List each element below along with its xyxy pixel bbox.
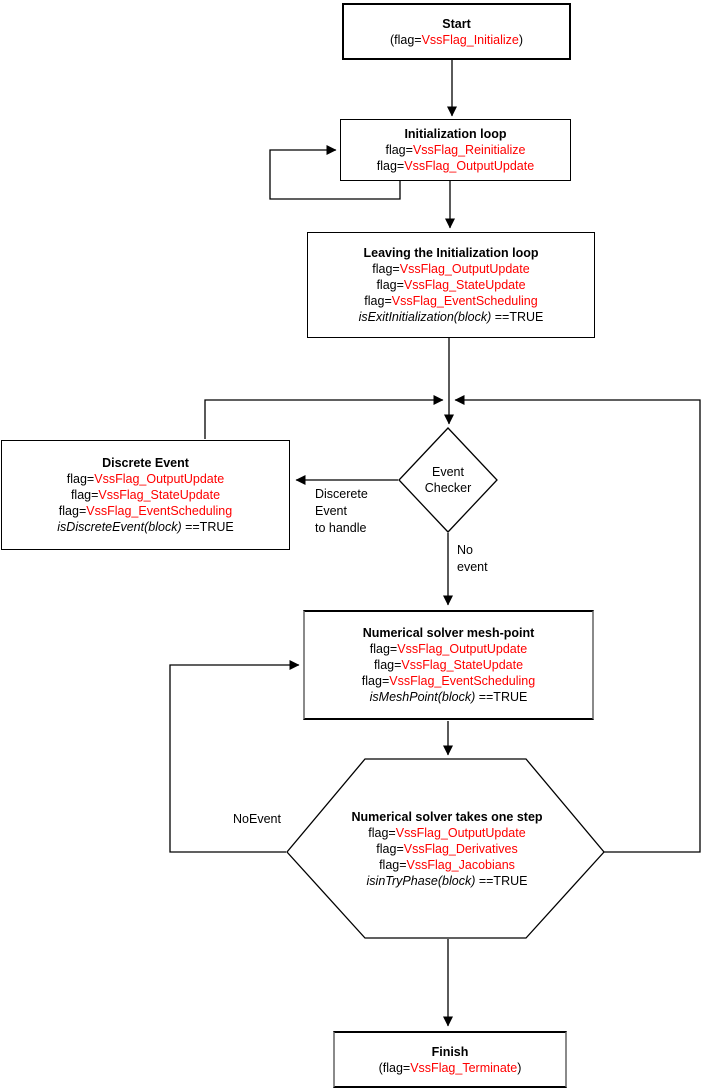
flag-value: VssFlag_EventScheduling <box>391 294 538 308</box>
node-initialization-loop: Initialization loop flag=VssFlag_Reiniti… <box>340 119 571 181</box>
flag-value: VssFlag_EventScheduling <box>389 674 536 688</box>
flag-value: VssFlag_StateUpdate <box>403 278 526 292</box>
flag-line: flag=VssFlag_OutputUpdate <box>308 261 594 277</box>
flag-label: flag= <box>376 842 404 856</box>
flag-line: flag=VssFlag_StateUpdate <box>308 277 594 293</box>
flag-value: VssFlag_OutputUpdate <box>395 826 526 840</box>
node-start: Start (flag=VssFlag_Initialize) <box>342 3 571 60</box>
flag-value: VssFlag_EventScheduling <box>86 504 233 518</box>
node-finish-flag-line: (flag=VssFlag_Terminate) <box>335 1060 565 1076</box>
flag-prefix: (flag= <box>389 32 422 47</box>
condition-fn: isDiscreteEvent(block) <box>57 520 182 534</box>
arrow-discrete-return-to-junction <box>204 395 444 439</box>
edge-label-line: No <box>457 543 473 557</box>
condition-rest: ==TRUE <box>475 690 528 704</box>
edge-label-noevent-loop: NoEvent <box>233 811 281 828</box>
edge-label-line: Event <box>315 504 347 518</box>
flag-value: VssFlag_Derivatives <box>403 842 518 856</box>
node-finish-title: Finish <box>431 1044 469 1059</box>
flag-label: flag= <box>376 278 404 292</box>
flag-label: flag= <box>373 658 402 672</box>
node-mesh-point: Numerical solver mesh-point flag=VssFlag… <box>303 610 594 720</box>
edge-label-line: NoEvent <box>233 812 281 826</box>
flag-label: flag= <box>372 262 400 276</box>
flag-prefix: (flag= <box>378 1060 411 1075</box>
node-solver-step-label: Numerical solver takes one step flag=Vss… <box>351 809 542 889</box>
condition-rest: ==TRUE <box>181 520 234 534</box>
flag-label: flag= <box>70 488 99 502</box>
node-event-checker-label: Event Checker <box>425 464 472 496</box>
condition-line: isinTryPhase(block) ==TRUE <box>351 873 542 889</box>
condition-rest: ==TRUE <box>475 874 528 888</box>
condition-fn: isinTryPhase(block) <box>366 874 476 888</box>
flag-value: VssFlag_Jacobians <box>406 858 515 872</box>
flag-line: flag=VssFlag_StateUpdate <box>2 487 289 503</box>
flag-label: flag= <box>385 143 413 157</box>
flag-line: flag=VssFlag_Reinitialize <box>341 142 570 158</box>
node-start-title: Start <box>442 16 471 31</box>
condition-line: isMeshPoint(block) ==TRUE <box>305 689 592 705</box>
solver-step-hexagon <box>286 758 605 939</box>
condition-rest: ==TRUE <box>491 310 544 324</box>
flag-label: flag= <box>369 642 398 656</box>
arrow-solver-return-to-junction <box>454 395 701 853</box>
node-finish: Finish (flag=VssFlag_Terminate) <box>333 1031 567 1088</box>
event-checker-line2: Checker <box>424 481 472 495</box>
flag-value: VssFlag_StateUpdate <box>401 658 524 672</box>
flag-line: flag=VssFlag_OutputUpdate <box>351 825 542 841</box>
flag-value: VssFlag_OutputUpdate <box>94 472 225 486</box>
flag-line: flag=VssFlag_Derivatives <box>351 841 542 857</box>
node-discrete-event: Discrete Event flag=VssFlag_OutputUpdate… <box>1 440 290 550</box>
condition-line: isDiscreteEvent(block) ==TRUE <box>2 519 289 535</box>
edge-label-line: Discerete <box>315 487 368 501</box>
event-checker-line1: Event <box>432 465 464 479</box>
condition-fn: isExitInitialization(block) <box>358 310 492 324</box>
flag-line: flag=VssFlag_OutputUpdate <box>341 158 570 174</box>
flag-suffix: ) <box>517 1060 522 1075</box>
condition-fn: isMeshPoint(block) <box>369 690 476 704</box>
edge-label-no-event: No event <box>457 542 488 576</box>
flag-label: flag= <box>361 674 390 688</box>
flag-line: flag=VssFlag_OutputUpdate <box>305 641 592 657</box>
node-start-flag-line: (flag=VssFlag_Initialize) <box>344 32 569 48</box>
flag-value: VssFlag_OutputUpdate <box>404 159 535 173</box>
edge-label-line: event <box>457 560 488 574</box>
flag-line: flag=VssFlag_OutputUpdate <box>2 471 289 487</box>
flag-value: VssFlag_OutputUpdate <box>399 262 530 276</box>
edge-label-line: to handle <box>315 521 367 535</box>
flag-line: flag=VssFlag_Jacobians <box>351 857 542 873</box>
flag-value: VssFlag_Terminate <box>410 1060 518 1075</box>
flag-line: flag=VssFlag_EventScheduling <box>305 673 592 689</box>
flag-line: flag=VssFlag_EventScheduling <box>2 503 289 519</box>
arrow-init-self-loop <box>269 145 401 200</box>
flag-label: flag= <box>364 294 392 308</box>
flag-value: VssFlag_OutputUpdate <box>397 642 528 656</box>
flag-label: flag= <box>58 504 87 518</box>
node-leaving-initialization-loop: Leaving the Initialization loop flag=Vss… <box>307 232 595 338</box>
node-mesh-title: Numerical solver mesh-point <box>362 626 535 640</box>
flag-value: VssFlag_Reinitialize <box>412 143 526 157</box>
flag-line: flag=VssFlag_StateUpdate <box>305 657 592 673</box>
flag-label: flag= <box>66 472 95 486</box>
event-checker-diamond <box>398 427 498 533</box>
flag-label: flag= <box>379 858 407 872</box>
flag-value: VssFlag_Initialize <box>421 32 519 47</box>
flag-label: flag= <box>368 826 396 840</box>
arrow-noevent-loop-to-mesh-point <box>169 660 300 853</box>
edge-label-discrete-event-to-handle: Discerete Event to handle <box>315 486 368 537</box>
condition-line: isExitInitialization(block) ==TRUE <box>308 309 594 325</box>
flag-line: flag=VssFlag_EventScheduling <box>308 293 594 309</box>
node-init-title: Initialization loop <box>404 127 507 141</box>
node-discrete-title: Discrete Event <box>102 456 189 470</box>
node-leaving-title: Leaving the Initialization loop <box>363 246 539 260</box>
flag-label: flag= <box>376 159 405 173</box>
flag-value: VssFlag_StateUpdate <box>98 488 221 502</box>
flag-suffix: ) <box>518 32 524 47</box>
node-solver-step-title: Numerical solver takes one step <box>351 810 543 824</box>
